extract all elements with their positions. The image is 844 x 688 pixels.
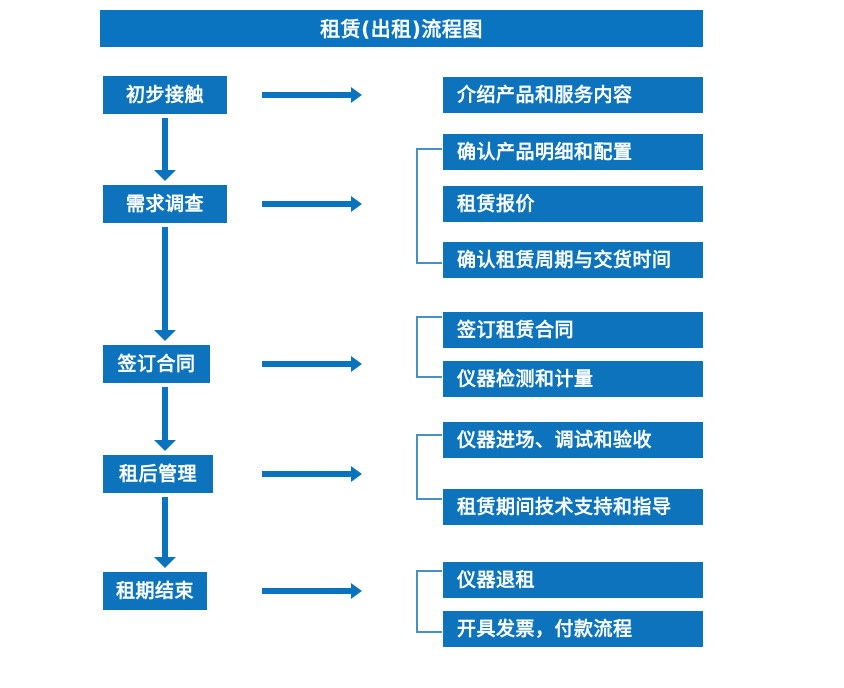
detail-box-1-1[interactable]: 介绍产品和服务内容 <box>443 77 703 113</box>
group-bracket-2 <box>416 148 442 264</box>
right-arrow-stage-3 <box>262 354 362 374</box>
detail-box-4-1[interactable]: 仪器进场、调试和验收 <box>443 422 703 458</box>
right-arrow-stage-1 <box>262 85 362 105</box>
down-arrow-1-to-2 <box>154 118 176 181</box>
right-arrow-stage-4 <box>262 464 362 484</box>
stage-box-5[interactable]: 租期结束 <box>103 572 207 610</box>
detail-box-3-1[interactable]: 签订租赁合同 <box>443 312 703 348</box>
group-bracket-3 <box>416 316 442 378</box>
right-arrow-stage-5 <box>262 581 362 601</box>
stage-box-1[interactable]: 初步接触 <box>103 76 227 114</box>
stage-box-2[interactable]: 需求调查 <box>103 185 227 223</box>
detail-box-3-2[interactable]: 仪器检测和计量 <box>443 361 703 397</box>
group-bracket-5 <box>416 570 442 633</box>
group-bracket-4 <box>416 434 442 500</box>
detail-box-5-2[interactable]: 开具发票，付款流程 <box>443 611 703 647</box>
detail-box-4-2[interactable]: 租赁期间技术支持和指导 <box>443 489 703 525</box>
diagram-title: 租赁(出租)流程图 <box>100 10 703 47</box>
down-arrow-3-to-4 <box>154 387 176 451</box>
detail-box-5-1[interactable]: 仪器退租 <box>443 562 703 598</box>
stage-box-3[interactable]: 签订合同 <box>103 345 210 383</box>
detail-box-2-2[interactable]: 租赁报价 <box>443 186 703 222</box>
detail-box-2-1[interactable]: 确认产品明细和配置 <box>443 134 703 170</box>
down-arrow-2-to-3 <box>154 227 176 341</box>
detail-box-2-3[interactable]: 确认租赁周期与交货时间 <box>443 242 703 278</box>
down-arrow-4-to-5 <box>154 497 176 568</box>
stage-box-4[interactable]: 租后管理 <box>103 455 213 493</box>
right-arrow-stage-2 <box>262 194 362 214</box>
